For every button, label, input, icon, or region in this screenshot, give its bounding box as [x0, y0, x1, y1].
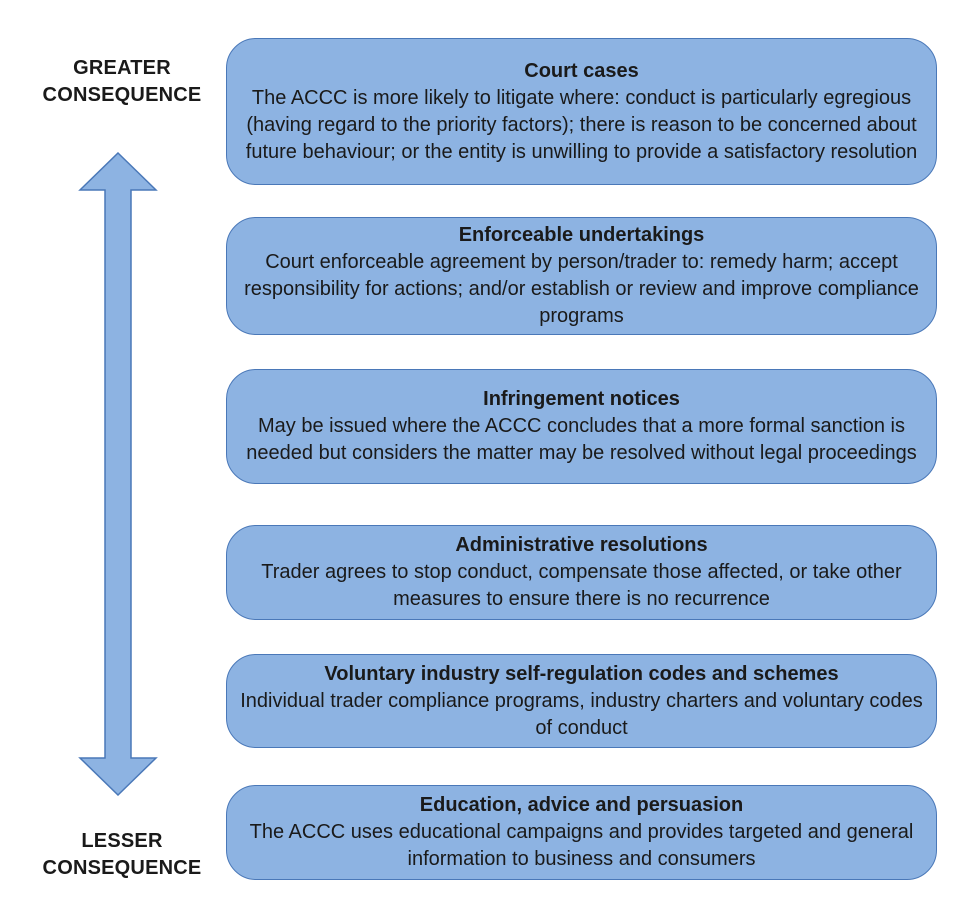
- voluntary-self-regulation-title: Voluntary industry self-regulation codes…: [324, 662, 839, 685]
- voluntary-self-regulation-box: Voluntary industry self-regulation codes…: [226, 654, 937, 748]
- lesser-consequence-label-line2: CONSEQUENCE: [42, 857, 202, 879]
- greater-consequence-label-line1: GREATER: [73, 57, 171, 79]
- enforceable-undertakings-box: Enforceable undertakings Court enforceab…: [226, 217, 937, 335]
- administrative-resolutions-box: Administrative resolutions Trader agrees…: [226, 525, 937, 620]
- infringement-notices-title: Infringement notices: [483, 388, 680, 410]
- court-cases-description: The ACCC is more likely to litigate wher…: [245, 86, 918, 163]
- arrow-shape: [78, 152, 158, 796]
- lesser-consequence-label-line1: LESSER: [81, 830, 163, 852]
- greater-consequence-label: GREATER CONSEQUENCE: [22, 55, 222, 109]
- voluntary-self-regulation-description: Individual trader compliance programs, i…: [240, 689, 923, 739]
- infringement-notices-box: Infringement notices May be issued where…: [226, 369, 937, 484]
- enforceable-undertakings-description: Court enforceable agreement by person/tr…: [244, 251, 919, 327]
- court-cases-box: Court cases The ACCC is more likely to l…: [226, 38, 937, 185]
- infringement-notices-description: May be issued where the ACCC concludes t…: [246, 415, 917, 464]
- greater-consequence-label-line2: CONSEQUENCE: [42, 84, 202, 106]
- lesser-consequence-label: LESSER CONSEQUENCE: [22, 828, 222, 882]
- administrative-resolutions-description: Trader agrees to stop conduct, compensat…: [261, 561, 902, 610]
- enforceable-undertakings-title: Enforceable undertakings: [458, 224, 705, 246]
- double-headed-arrow-icon: [78, 152, 158, 796]
- court-cases-title: Court cases: [524, 59, 639, 82]
- administrative-resolutions-title: Administrative resolutions: [455, 534, 708, 556]
- education-advice-box: Education, advice and persuasion The ACC…: [226, 785, 937, 880]
- education-advice-title: Education, advice and persuasion: [419, 794, 744, 816]
- education-advice-description: The ACCC uses educational campaigns and …: [249, 821, 914, 870]
